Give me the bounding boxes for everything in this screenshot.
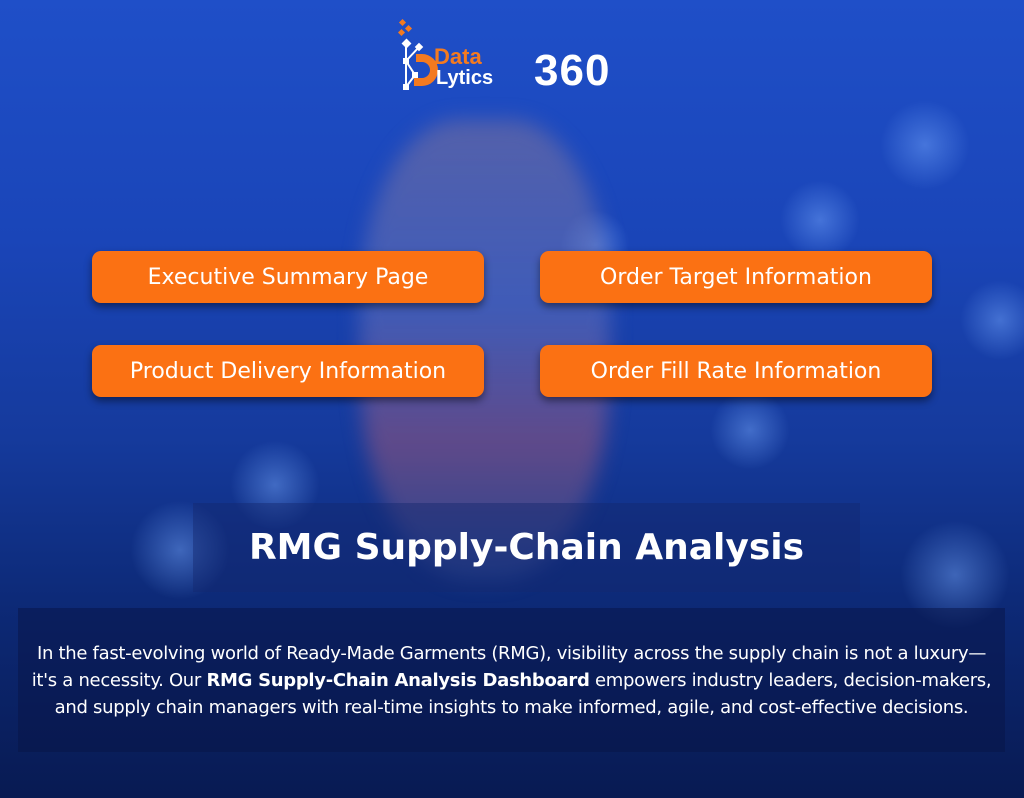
executive-summary-button[interactable]: Executive Summary Page bbox=[92, 251, 484, 303]
description-part1: In the fast-evolving world of Ready-Made… bbox=[31, 642, 987, 691]
logo: Data Lytics 360 bbox=[398, 18, 638, 95]
description-panel: In the fast-evolving world of Ready-Made… bbox=[18, 608, 1005, 752]
logo-d-icon bbox=[398, 18, 438, 90]
description-bold: RMG Supply-Chain Analysis Dashboard bbox=[206, 669, 590, 691]
background-glow bbox=[880, 100, 970, 190]
product-delivery-button[interactable]: Product Delivery Information bbox=[92, 345, 484, 397]
background-glow bbox=[710, 390, 790, 470]
description-text: In the fast-evolving world of Ready-Made… bbox=[32, 640, 992, 721]
background-glow bbox=[960, 280, 1024, 360]
logo-text-lytics: Lytics bbox=[436, 67, 494, 89]
logo-text-360: 360 bbox=[534, 46, 611, 95]
logo-text-data: Data bbox=[434, 44, 482, 69]
page-title: RMG Supply-Chain Analysis bbox=[248, 527, 805, 568]
order-target-button[interactable]: Order Target Information bbox=[540, 251, 932, 303]
title-panel: RMG Supply-Chain Analysis bbox=[193, 503, 860, 592]
description-part2: empowers industry leaders, decision-make… bbox=[54, 669, 992, 718]
background-glow bbox=[130, 500, 230, 600]
order-fill-rate-button[interactable]: Order Fill Rate Information bbox=[540, 345, 932, 397]
background-glow bbox=[230, 440, 320, 530]
background-glow bbox=[780, 180, 860, 260]
